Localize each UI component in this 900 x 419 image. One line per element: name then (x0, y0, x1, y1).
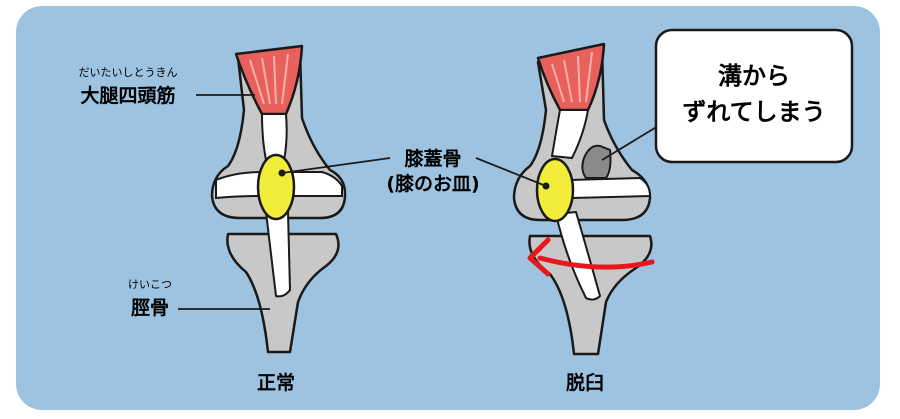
dislocated-empty-groove (581, 144, 612, 179)
dislocated-muscle-fibers (551, 51, 593, 103)
patella-label: 膝蓋骨 (404, 147, 461, 170)
patella-dot-dislocated (542, 182, 550, 190)
rotation-arrow (537, 255, 655, 270)
rotation-arrow-head (527, 237, 551, 277)
dislocated-quadriceps-tendon (550, 109, 590, 160)
dislocation-caption: 脱臼 (566, 371, 604, 394)
bubble-line-1: 溝から (718, 62, 790, 90)
normal-quadriceps-tendon (260, 113, 288, 161)
normal-muscle-fibers (249, 53, 289, 105)
patella-leader-dislocated (475, 157, 547, 187)
callout-bubble: 溝から ずれてしまう (654, 28, 854, 164)
normal-knee (210, 44, 347, 354)
dislocated-patellar-ligament (555, 211, 601, 301)
patella-sublabel: (膝のお皿) (386, 172, 479, 195)
patella-leader-normal (281, 157, 391, 174)
dislocated-patella (535, 157, 575, 223)
tibia-ruby: けいこつ (128, 278, 172, 291)
normal-patellar-ligament (265, 211, 291, 298)
tibia-label: 脛骨 (130, 297, 169, 319)
dislocated-femoral-band (568, 176, 652, 200)
quadriceps-ruby: だいたいしとうきん (79, 66, 178, 79)
bubble-line-2: ずれてしまう (682, 98, 825, 126)
patella-dot-normal (278, 169, 286, 177)
quadriceps-label: 大腿四頭筋 (80, 84, 175, 107)
normal-patella (256, 153, 296, 221)
normal-caption: 正常 (257, 371, 295, 394)
dislocated-knee (512, 42, 655, 356)
bubble-box (654, 28, 854, 164)
